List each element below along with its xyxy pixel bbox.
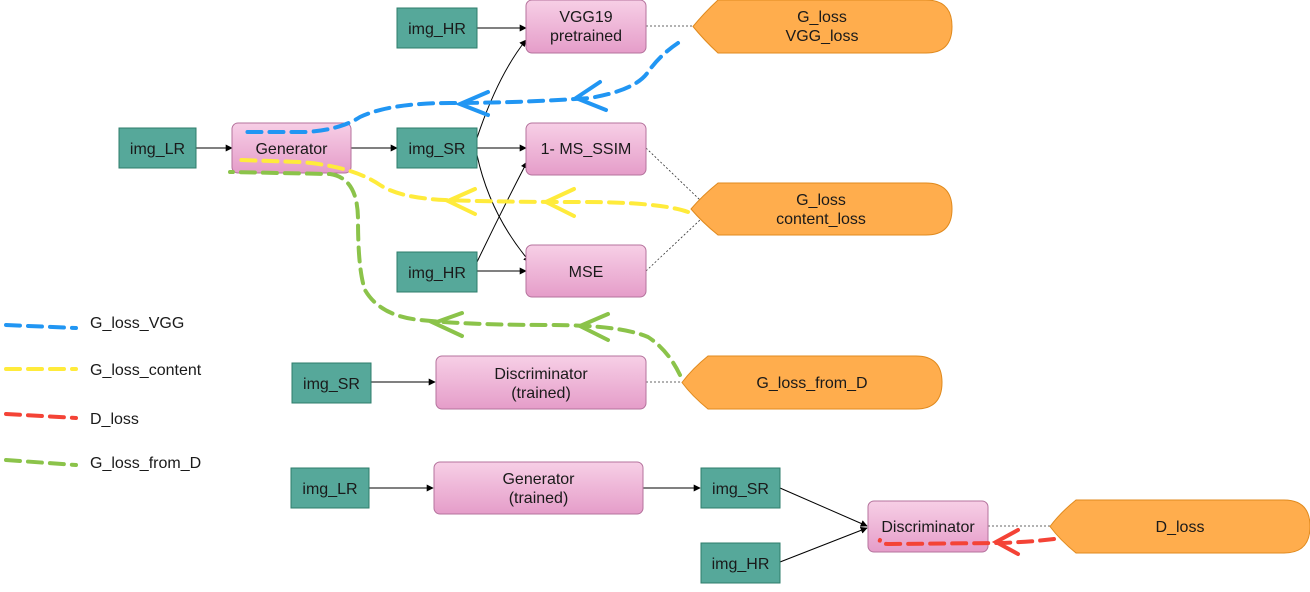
node-g-loss-content-label-1: G_loss — [796, 192, 846, 209]
node-img-sr-2-label: img_SR — [303, 376, 360, 393]
legend-item-g-loss-content: G_loss_content — [4, 362, 202, 379]
legend-item-g-loss-vgg: G_loss_VGG — [4, 315, 184, 332]
node-mse-label: MSE — [569, 264, 604, 281]
node-img-hr-1: img_HR — [396, 7, 478, 49]
node-discriminator-trained: Discriminator (trained) — [435, 355, 647, 410]
legend-item-g-loss-from-d: G_loss_from_D — [4, 455, 201, 472]
node-discriminator-2-label: Discriminator — [881, 519, 975, 536]
edge-imghr-msssim — [476, 161, 528, 263]
loss-flow-content — [238, 158, 690, 218]
node-img-sr-1: img_SR — [396, 127, 478, 169]
node-d-loss: D_loss — [1049, 499, 1310, 554]
node-ms-ssim-label: 1- MS_SSIM — [541, 141, 632, 158]
edge-imgsr-mse — [476, 154, 531, 263]
connectors — [196, 24, 868, 563]
node-g-loss-from-d: G_loss_from_D — [681, 355, 943, 410]
node-vgg19-label-2: pretrained — [550, 28, 622, 45]
node-discriminator-2: Discriminator — [867, 500, 989, 553]
node-img-lr-2-label: img_LR — [302, 481, 357, 498]
node-g-loss-vgg-label-1: G_loss — [797, 9, 847, 26]
node-img-hr-2: img_HR — [396, 251, 478, 293]
node-img-sr-2: img_SR — [291, 362, 372, 404]
loss-flow-vgg — [242, 41, 680, 134]
loss-flow-from-d — [228, 170, 682, 377]
node-img-lr-1-label: img_LR — [130, 141, 185, 158]
node-g-loss-content: G_loss content_loss — [690, 182, 953, 236]
node-generator-trained-label-1: Generator — [502, 471, 575, 488]
legend: G_loss_VGG G_loss_content D_loss G_loss_… — [4, 315, 202, 472]
node-discriminator-trained-label-2: (trained) — [511, 385, 571, 402]
edge-imgsr3-discriminator — [779, 487, 868, 527]
node-img-lr-2: img_LR — [290, 467, 370, 509]
node-img-hr-3: img_HR — [700, 542, 781, 584]
node-img-sr-3: img_SR — [700, 467, 781, 509]
node-d-loss-label: D_loss — [1156, 519, 1205, 536]
node-discriminator-trained-label-1: Discriminator — [494, 366, 588, 383]
legend-label-g-loss-from-d: G_loss_from_D — [90, 455, 201, 472]
node-img-hr-1-label: img_HR — [408, 21, 466, 38]
legend-item-d-loss: D_loss — [4, 411, 139, 428]
edge-imgsr-vgg19 — [476, 39, 527, 139]
node-img-sr-1-label: img_SR — [409, 141, 466, 158]
legend-label-d-loss: D_loss — [90, 411, 139, 428]
node-generator-1-label: Generator — [255, 141, 328, 158]
association-lines — [645, 25, 1050, 527]
node-img-lr-1: img_LR — [118, 127, 197, 169]
node-mse: MSE — [525, 244, 647, 298]
node-g-loss-vgg: G_loss VGG_loss — [692, 0, 953, 54]
loss-flow-d — [877, 528, 1056, 556]
node-generator-trained-label-2: (trained) — [509, 490, 569, 507]
node-g-loss-content-label-2: content_loss — [776, 211, 866, 228]
node-vgg19-label-1: VGG19 — [559, 9, 612, 26]
node-g-loss-vgg-label-2: VGG_loss — [786, 28, 859, 45]
edge-imghr3-discriminator — [779, 527, 868, 563]
node-ms-ssim: 1- MS_SSIM — [525, 122, 647, 176]
node-img-hr-3-label: img_HR — [712, 556, 770, 573]
legend-label-g-loss-vgg: G_loss_VGG — [90, 315, 184, 332]
node-img-sr-3-label: img_SR — [712, 481, 769, 498]
node-generator-trained: Generator (trained) — [433, 461, 644, 515]
legend-label-g-loss-content: G_loss_content — [90, 362, 202, 379]
node-g-loss-from-d-label: G_loss_from_D — [756, 375, 867, 392]
node-vgg19: VGG19 pretrained — [525, 0, 647, 54]
node-img-hr-2-label: img_HR — [408, 265, 466, 282]
